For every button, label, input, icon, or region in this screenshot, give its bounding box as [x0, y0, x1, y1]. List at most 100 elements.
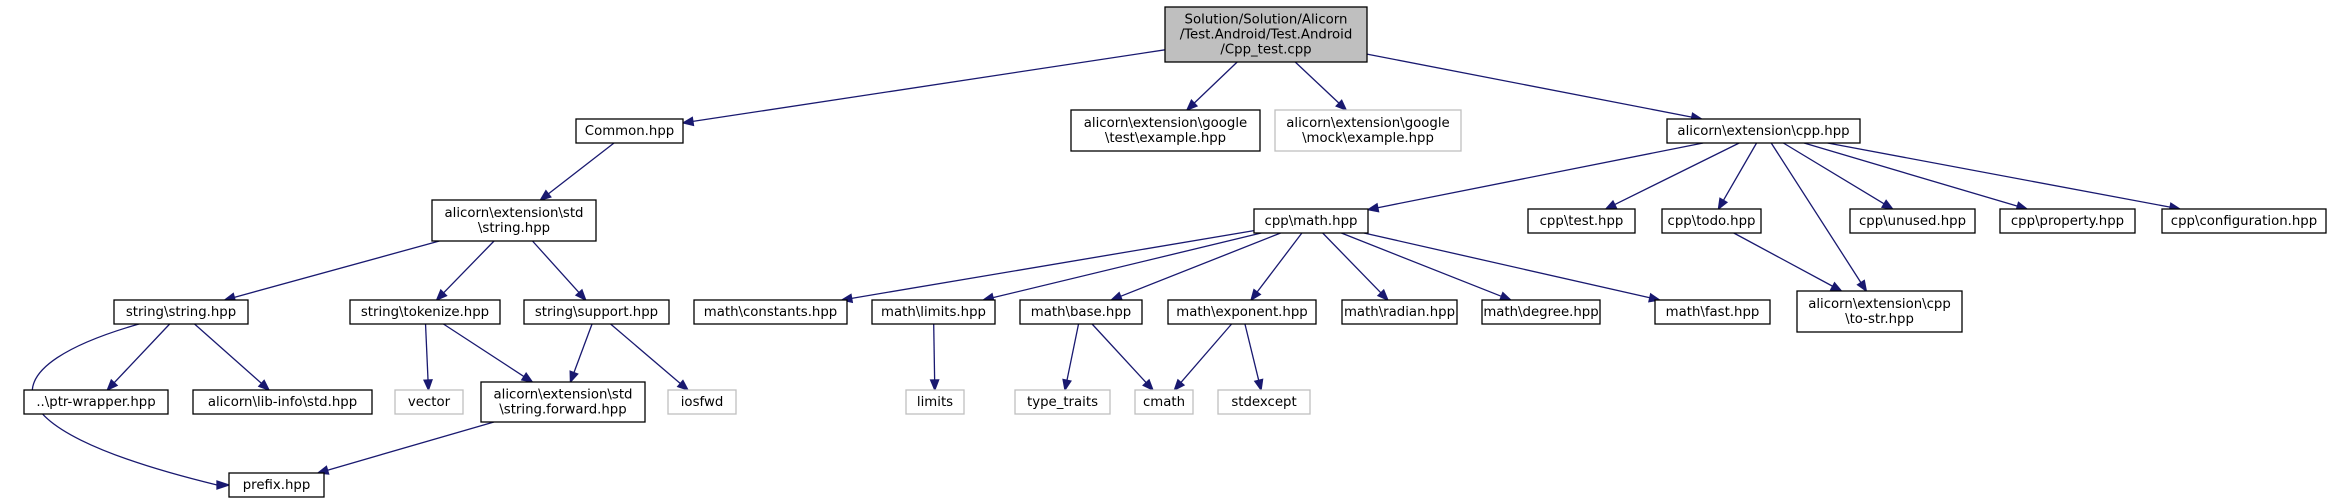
node-prefix[interactable]: prefix.hpp: [228, 472, 325, 498]
edge-strtokenize-to-vector: [423, 323, 433, 392]
node-box: [1014, 389, 1111, 415]
node-label: stdexcept: [1231, 395, 1296, 410]
node-box: [192, 389, 373, 415]
edge-strstring-to-libinfo: [194, 323, 271, 392]
node-strsupport[interactable]: string\support.hpp: [523, 299, 670, 325]
node-mfast[interactable]: math\fast.hpp: [1654, 299, 1771, 325]
node-cppproperty[interactable]: cpp\property.hpp: [1999, 208, 2136, 234]
node-label: string\tokenize.hpp: [361, 305, 489, 320]
node-label: alicorn\extension\cpp: [1808, 297, 1951, 312]
node-box: [1134, 389, 1194, 415]
edge-cpp-to-cpptodo: [1717, 142, 1758, 211]
node-box: [431, 199, 597, 242]
node-box: [1019, 299, 1143, 325]
edge-mexp-to-stdexcept: [1244, 323, 1264, 392]
node-mbase[interactable]: math\base.hpp: [1019, 299, 1143, 325]
node-mlimits[interactable]: math\limits.hpp: [871, 299, 996, 325]
node-gtest[interactable]: alicorn\extension\google\test\example.hp…: [1070, 109, 1261, 152]
node-label: cpp\property.hpp: [2011, 214, 2124, 229]
node-label: \mock\example.hpp: [1302, 131, 1434, 146]
node-vector[interactable]: vector: [394, 389, 464, 415]
node-label: alicorn\extension\std: [493, 388, 632, 403]
node-ptrwrap[interactable]: ..\ptr-wrapper.hpp: [23, 389, 169, 415]
edge-stdstring-to-strtokenize: [435, 240, 495, 302]
node-strtokenize[interactable]: string\tokenize.hpp: [349, 299, 501, 325]
node-label: cpp\configuration.hpp: [2171, 214, 2317, 229]
node-mexp[interactable]: math\exponent.hpp: [1167, 299, 1317, 325]
edge-mlimits-to-limits: [929, 323, 940, 392]
edge-common-to-stdstring: [539, 142, 615, 202]
node-label: alicorn\extension\cpp.hpp: [1677, 124, 1849, 139]
edge-root-to-common: [681, 49, 1166, 127]
node-box: [1164, 6, 1368, 63]
node-box: [1661, 208, 1762, 234]
node-box: [1796, 290, 1963, 333]
edge-cppmath-to-mfast: [1363, 232, 1662, 303]
node-box: [1654, 299, 1771, 325]
node-cppmath[interactable]: cpp\math.hpp: [1253, 208, 1369, 234]
edge-strsupport-to-iosfwd: [610, 323, 690, 392]
node-typetraits[interactable]: type_traits: [1014, 389, 1111, 415]
node-label: type_traits: [1027, 395, 1098, 410]
node-label: ..\ptr-wrapper.hpp: [36, 395, 155, 410]
node-label: alicorn\lib-info\std.hpp: [208, 395, 357, 410]
node-label: math\radian.hpp: [1344, 305, 1455, 320]
node-limits[interactable]: limits: [905, 389, 965, 415]
node-box: [905, 389, 965, 415]
node-strfwd[interactable]: alicorn\extension\std\string.forward.hpp: [480, 381, 646, 423]
node-cppconfig[interactable]: cpp\configuration.hpp: [2161, 208, 2327, 234]
node-mradian[interactable]: math\radian.hpp: [1341, 299, 1458, 325]
node-mconst[interactable]: math\constants.hpp: [693, 299, 848, 325]
node-label: cpp\unused.hpp: [1859, 214, 1966, 229]
node-box: [1217, 389, 1311, 415]
edge-cpptodo-to-tostr: [1733, 232, 1843, 292]
node-box: [1999, 208, 2136, 234]
node-label: /Cpp_test.cpp: [1220, 43, 1311, 58]
node-label: prefix.hpp: [243, 478, 311, 493]
node-gmock[interactable]: alicorn\extension\google\mock\example.hp…: [1274, 109, 1462, 152]
node-box: [667, 389, 737, 415]
node-label: cpp\math.hpp: [1265, 214, 1358, 229]
node-cpptodo[interactable]: cpp\todo.hpp: [1661, 208, 1762, 234]
node-iosfwd[interactable]: iosfwd: [667, 389, 737, 415]
edge-root-to-gtest: [1185, 61, 1238, 112]
edge-mbase-to-cmath: [1091, 323, 1155, 392]
node-libinfo[interactable]: alicorn\lib-info\std.hpp: [192, 389, 373, 415]
node-label: Solution/Solution/Alicorn: [1185, 13, 1348, 28]
node-label: Common.hpp: [585, 124, 674, 139]
node-label: alicorn\extension\std: [444, 206, 583, 221]
node-label: cpp\test.hpp: [1540, 214, 1624, 229]
edge-cppmath-to-mexp: [1250, 232, 1303, 302]
edge-cppmath-to-mconst: [840, 229, 1255, 304]
edge-stdstring-to-strsupport: [532, 240, 587, 302]
node-cpp[interactable]: alicorn\extension\cpp.hpp: [1666, 118, 1861, 144]
node-box: [1070, 109, 1261, 152]
node-label: \string.forward.hpp: [499, 403, 626, 418]
node-stdstring[interactable]: alicorn\extension\std\string.hpp: [431, 199, 597, 242]
node-label: limits: [917, 395, 953, 410]
node-cpptest[interactable]: cpp\test.hpp: [1527, 208, 1636, 234]
node-box: [523, 299, 670, 325]
node-cppunused[interactable]: cpp\unused.hpp: [1849, 208, 1976, 234]
node-label: math\exponent.hpp: [1176, 305, 1307, 320]
edge-cpp-to-cppmath: [1366, 142, 1704, 213]
node-box: [1481, 299, 1601, 325]
edge-cppmath-to-mradian: [1322, 232, 1390, 302]
node-box: [394, 389, 464, 415]
edge-cpp-to-tostr: [1770, 142, 1868, 293]
node-stdexcept[interactable]: stdexcept: [1217, 389, 1311, 415]
edge-strtokenize-to-strfwd: [443, 323, 534, 383]
node-tostr[interactable]: alicorn\extension\cpp\to-str.hpp: [1796, 290, 1963, 333]
node-label: vector: [408, 395, 451, 410]
node-root[interactable]: Solution/Solution/Alicorn/Test.Android/T…: [1164, 6, 1368, 63]
node-strstring[interactable]: string\string.hpp: [113, 299, 249, 325]
node-box: [871, 299, 996, 325]
edge-strfwd-to-prefix: [316, 421, 495, 475]
edge-cppmath-to-mdegree: [1341, 232, 1513, 301]
node-box: [575, 118, 684, 144]
node-label: math\fast.hpp: [1666, 305, 1760, 320]
node-common[interactable]: Common.hpp: [575, 118, 684, 144]
node-cmath[interactable]: cmath: [1134, 389, 1194, 415]
node-mdegree[interactable]: math\degree.hpp: [1481, 299, 1601, 325]
